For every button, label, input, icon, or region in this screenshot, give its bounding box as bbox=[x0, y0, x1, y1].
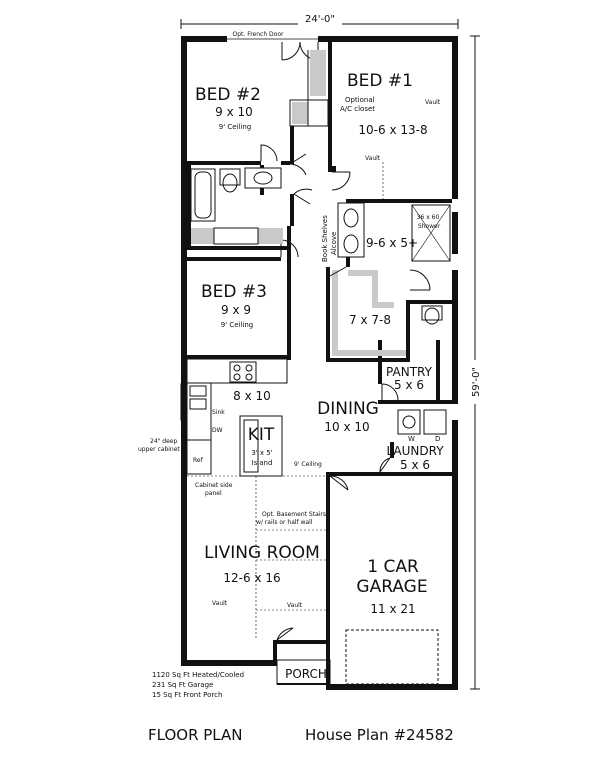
french-door-note: Opt. French Door bbox=[233, 31, 285, 38]
cabinet-side-note-2: panel bbox=[205, 490, 222, 497]
dryer-label: D bbox=[435, 435, 440, 443]
master-bath bbox=[337, 202, 451, 325]
bed1-vault-1: Vault bbox=[425, 99, 441, 106]
island-size: 3' x 5' bbox=[251, 449, 272, 457]
living-vault-1: Vault bbox=[212, 600, 228, 607]
living-name: LIVING ROOM bbox=[204, 543, 320, 563]
garage-name-2: GARAGE bbox=[356, 577, 427, 597]
stairs-note-2: w/ rails or half wall bbox=[256, 519, 313, 526]
laundry-name: LAUNDRY bbox=[386, 444, 444, 458]
shower-size: 36 x 60 bbox=[417, 214, 440, 221]
ac-closet-note-2: A/C closet bbox=[340, 105, 375, 113]
dining-size: 10 x 10 bbox=[324, 420, 369, 434]
overall-depth-label: 59'-0" bbox=[471, 367, 482, 397]
kitchen-name: KIT bbox=[248, 425, 275, 445]
exterior-walls bbox=[180, 36, 458, 690]
porch bbox=[276, 659, 331, 685]
bed2-ceiling: 9' Ceiling bbox=[219, 123, 252, 131]
basement-stairs bbox=[255, 476, 330, 640]
closet-shelving bbox=[332, 270, 406, 356]
bed3-name: BED #3 bbox=[201, 282, 267, 302]
kitchen-size: 8 x 10 bbox=[233, 389, 271, 403]
room-labels: BED #2 9 x 10 9' Ceiling BED #1 10-6 x 1… bbox=[138, 71, 447, 681]
garage bbox=[345, 629, 439, 685]
bed2-size: 9 x 10 bbox=[215, 105, 253, 119]
footer-floor-plan: FLOOR PLAN bbox=[148, 726, 242, 744]
garage-size: 11 x 21 bbox=[370, 602, 415, 616]
overall-width-label: 24'-0" bbox=[305, 14, 335, 25]
stat-heated: 1120 Sq Ft Heated/Cooled bbox=[152, 671, 244, 679]
porch-name: PORCH bbox=[285, 667, 327, 681]
upper-cabinet-note-2: upper cabinet bbox=[138, 446, 180, 453]
book-shelves-note: Book Shelves bbox=[321, 215, 329, 262]
depth-dimension: 59'-0" bbox=[468, 35, 482, 690]
kitchen-ceiling: 9' Ceiling bbox=[294, 461, 322, 468]
shower-label: Shower bbox=[418, 223, 441, 230]
footer-house-plan: House Plan #24582 bbox=[305, 726, 454, 744]
ac-closet-note-1: Optional bbox=[345, 96, 375, 104]
bed3-size: 9 x 9 bbox=[221, 303, 251, 317]
bed1-size: 10-6 x 13-8 bbox=[358, 123, 427, 137]
garage-name-1: 1 CAR bbox=[367, 557, 419, 577]
stairs-note-1: Opt. Basement Stairs bbox=[262, 511, 326, 518]
upper-cabinet-note-1: 24" deep bbox=[150, 438, 177, 445]
washer-label: W bbox=[408, 435, 415, 443]
pantry-size: 5 x 6 bbox=[394, 378, 424, 392]
bed1-name: BED #1 bbox=[347, 71, 413, 91]
stat-garage: 231 Sq Ft Garage bbox=[152, 681, 213, 689]
bath-size: 9-6 x 5+ bbox=[366, 236, 418, 250]
pantry-name: PANTRY bbox=[386, 365, 433, 379]
bed2-name: BED #2 bbox=[195, 85, 261, 105]
wic-size: 7 x 7-8 bbox=[349, 313, 391, 327]
stat-porch: 15 Sq Ft Front Porch bbox=[152, 691, 222, 699]
width-dimension: 24'-0" bbox=[180, 12, 459, 29]
cabinet-side-note-1: Cabinet side bbox=[195, 482, 233, 489]
hall-bath bbox=[190, 167, 283, 245]
kitchen-cabinets bbox=[186, 358, 330, 477]
bed1-vault-2: Vault bbox=[365, 155, 381, 162]
dw-note: DW bbox=[212, 427, 223, 434]
area-stats: 1120 Sq Ft Heated/Cooled 231 Sq Ft Garag… bbox=[152, 671, 244, 699]
sink-note: Sink bbox=[212, 409, 225, 416]
alcove-note: Alcove bbox=[330, 232, 338, 255]
ref-note: Ref bbox=[193, 457, 204, 464]
french-door: Opt. French Door bbox=[233, 31, 319, 61]
living-size: 12-6 x 16 bbox=[223, 571, 280, 585]
living-vault-2: Vault bbox=[287, 602, 303, 609]
dining-name: DINING bbox=[317, 399, 379, 419]
laundry-size: 5 x 6 bbox=[400, 458, 430, 472]
island-label: Island bbox=[252, 459, 273, 467]
bed3-ceiling: 9' Ceiling bbox=[221, 321, 254, 329]
door-swings bbox=[260, 144, 431, 641]
